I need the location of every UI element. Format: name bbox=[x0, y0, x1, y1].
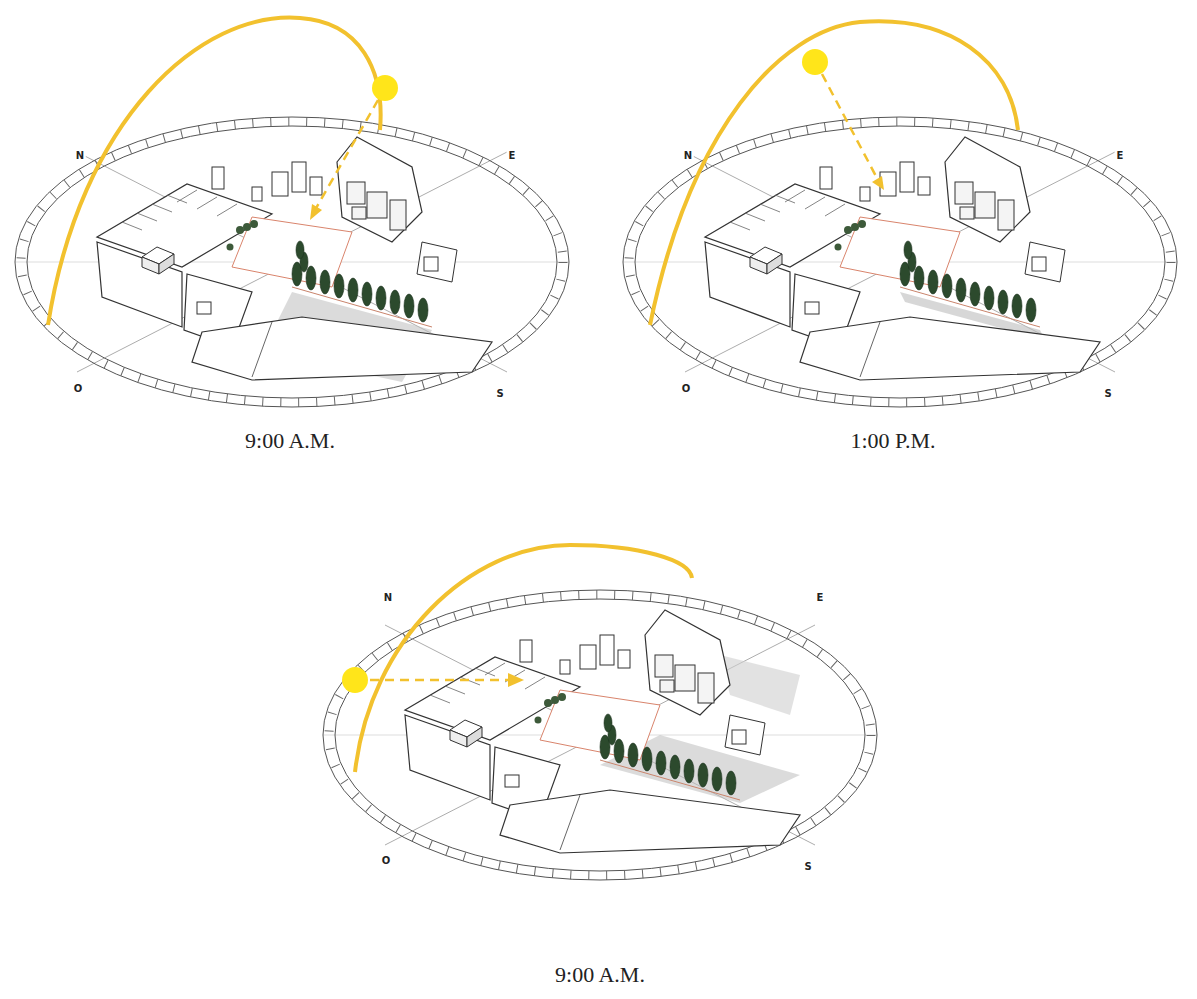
compass-letter: O bbox=[380, 855, 393, 866]
compass-letter: N bbox=[74, 150, 86, 161]
compass-letter: S bbox=[802, 861, 813, 872]
compass-letter: N bbox=[682, 150, 694, 161]
compass-letter: O bbox=[680, 383, 693, 394]
time-caption: 1:00 P.M. bbox=[851, 428, 936, 454]
time-caption: 9:00 A.M. bbox=[555, 962, 645, 988]
time-caption: 9:00 A.M. bbox=[245, 428, 335, 454]
compass-letter: S bbox=[494, 388, 505, 399]
compass-letter: N bbox=[382, 592, 394, 603]
compass-letter: S bbox=[1102, 388, 1113, 399]
compass-letter: O bbox=[72, 383, 85, 394]
compass-letter: E bbox=[815, 592, 826, 603]
compass-letter: E bbox=[507, 150, 518, 161]
compass-letter: E bbox=[1115, 150, 1126, 161]
